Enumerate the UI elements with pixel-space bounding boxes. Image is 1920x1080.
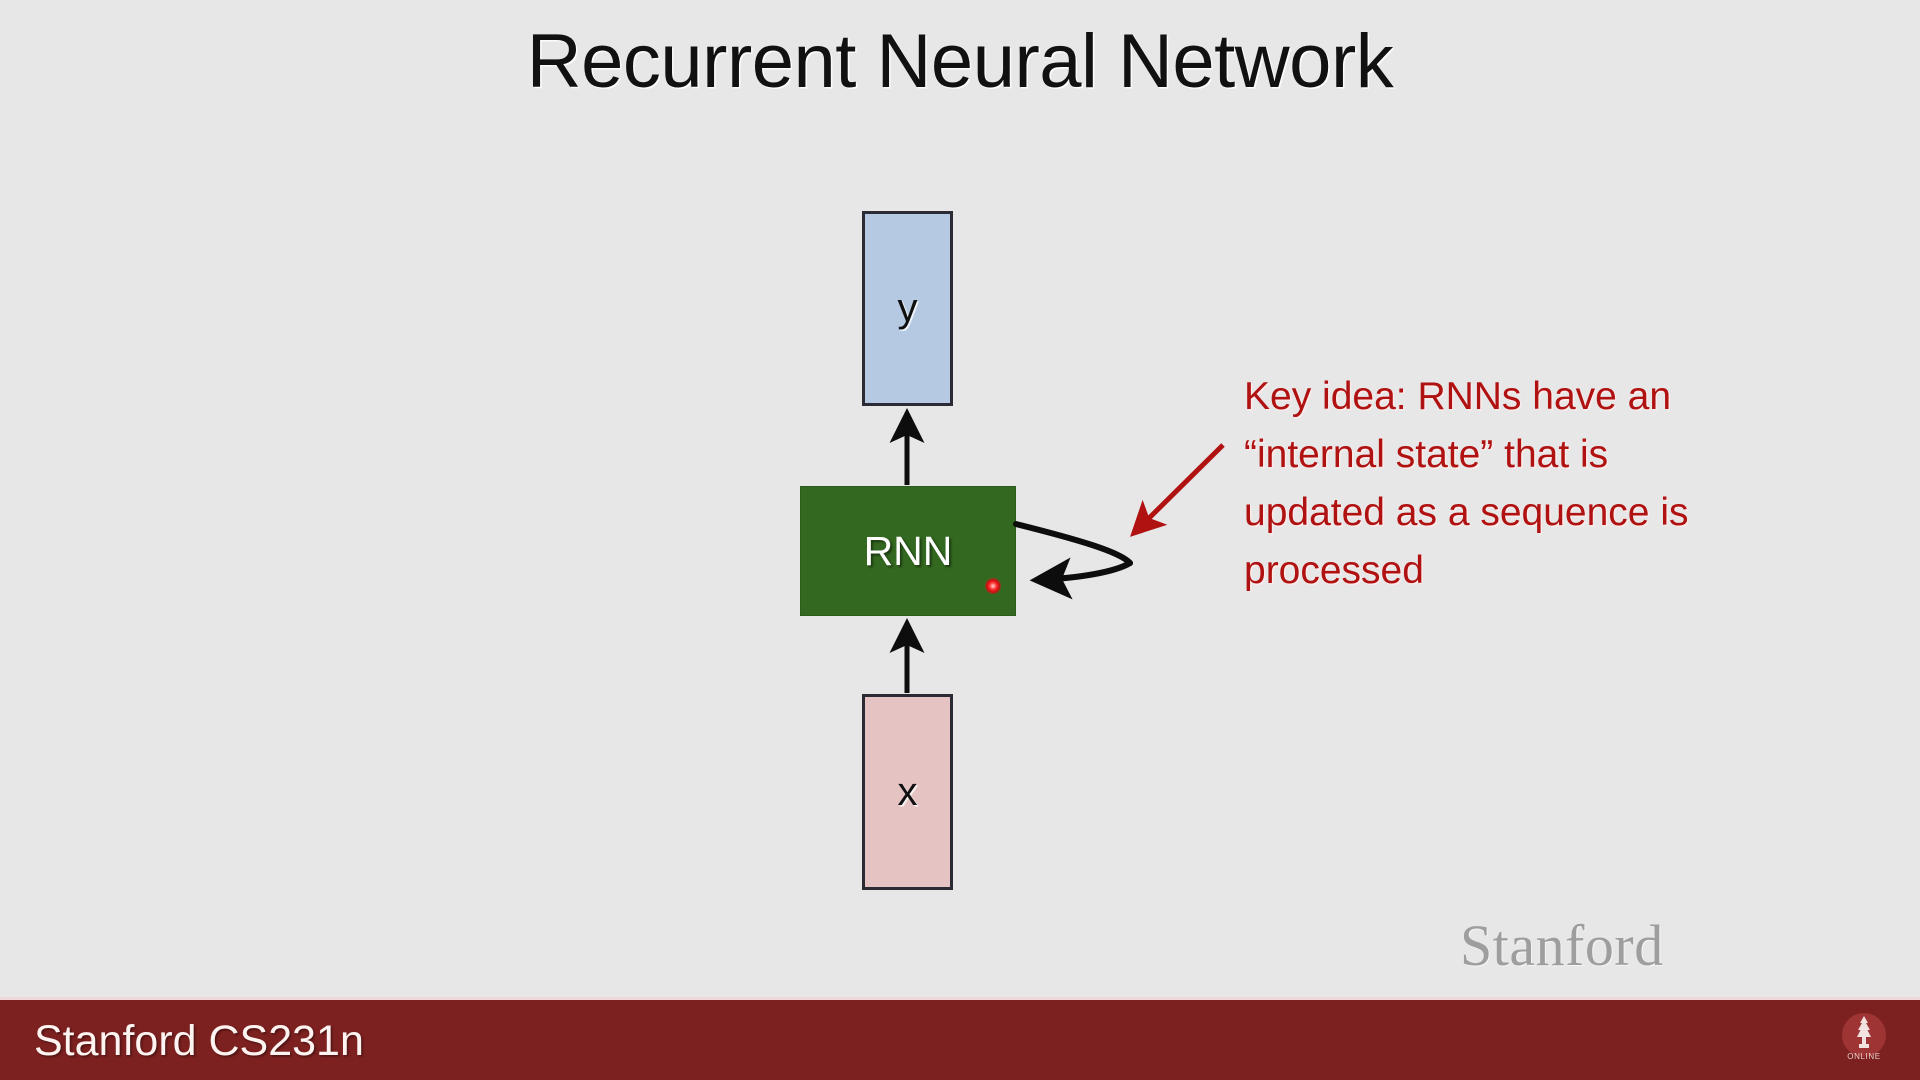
svg-text:ONLINE: ONLINE xyxy=(1847,1052,1880,1061)
stanford-online-logo: ONLINE xyxy=(1842,1013,1886,1061)
page-title: Recurrent Neural Network xyxy=(526,19,1394,104)
footer-bar: Stanford CS231n ONLINE xyxy=(0,997,1920,1080)
annotation-line-2: “internal state” that is xyxy=(1244,433,1609,476)
diagram-node-input-x: x xyxy=(862,694,953,890)
annotation-pointer-arrow xyxy=(1130,443,1225,537)
course-label: Stanford CS231n xyxy=(34,1017,364,1065)
annotation-line-1: Key idea: RNNs have an xyxy=(1244,375,1672,418)
annotation-text-block: Key idea: RNNs have an “internal state” … xyxy=(1244,368,1784,600)
diagram-node-rnn-cell: RNN xyxy=(800,486,1016,616)
node-label-y: y xyxy=(897,286,918,330)
node-label-rnn: RNN xyxy=(863,527,953,574)
node-label-x: x xyxy=(897,769,918,814)
stanford-watermark: Stanford xyxy=(1460,913,1664,978)
arrow-rnn-self-loop xyxy=(1013,521,1133,600)
annotation-line-3: updated as a sequence is xyxy=(1244,491,1689,534)
laser-pointer-dot xyxy=(985,578,1001,594)
diagram-node-output-y: y xyxy=(862,211,953,406)
annotation-line-4: processed xyxy=(1244,549,1424,592)
